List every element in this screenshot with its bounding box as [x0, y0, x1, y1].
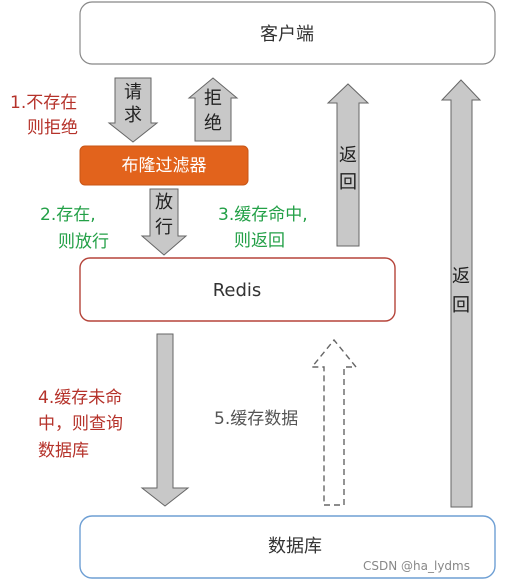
client-box [79, 1, 496, 65]
bloom-filter-box [79, 145, 249, 186]
redis-return-label-1: 返 [339, 145, 357, 166]
reject-label-2: 绝 [204, 113, 222, 134]
database-box [79, 515, 496, 579]
reject-arrow [187, 77, 239, 142]
redis-return-label-2: 回 [339, 172, 357, 193]
note-cache-hit-1: 3.缓存命中, [218, 205, 308, 225]
db-return-arrow [440, 79, 482, 508]
request-label-1: 请 [124, 82, 142, 103]
note-not-exist-2: 则拒绝 [27, 118, 78, 138]
db-return-label-1: 返 [452, 266, 470, 287]
request-arrow [107, 77, 159, 143]
note-cache-data: 5.缓存数据 [214, 409, 298, 429]
db-return-label-2: 回 [452, 295, 470, 316]
watermark: CSDN @ha_lydms [363, 559, 470, 573]
redis-box [79, 257, 396, 322]
note-cache-hit-2: 则返回 [234, 231, 285, 251]
pass-arrow [140, 188, 188, 256]
query-db-arrow [140, 333, 190, 507]
note-exist-2: 则放行 [58, 232, 109, 252]
note-not-exist-1: 1.不存在 [10, 93, 77, 113]
redis-return-arrow [326, 83, 370, 247]
note-cache-miss-1: 4.缓存未命 [38, 388, 122, 408]
client-label: 客户端 [260, 24, 314, 45]
pass-label-1: 放 [155, 192, 173, 213]
bloom-filter-label: 布隆过滤器 [122, 156, 207, 176]
request-label-2: 求 [124, 105, 142, 126]
note-cache-miss-2: 中，则查询 [38, 414, 123, 434]
pass-label-2: 行 [155, 217, 173, 238]
note-cache-miss-3: 数据库 [38, 441, 89, 461]
database-label: 数据库 [268, 536, 322, 557]
reject-label-1: 拒 [204, 88, 222, 109]
note-exist-1: 2.存在, [40, 205, 96, 225]
redis-label: Redis [213, 280, 262, 301]
cache-data-arrow [310, 338, 358, 506]
